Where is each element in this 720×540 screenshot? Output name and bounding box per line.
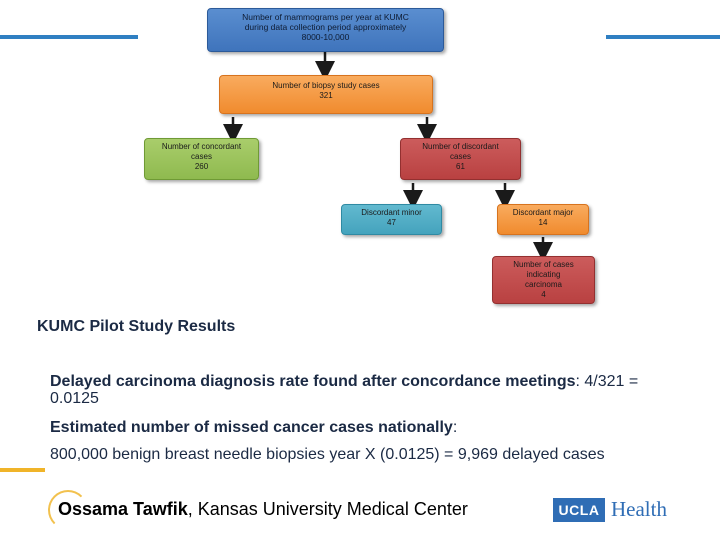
discordant-minor-box: Discordant minor 47 (341, 204, 442, 235)
biopsy-value: 321 (319, 91, 333, 100)
discordant-box: Number of discordant cases 61 (400, 138, 521, 180)
mammograms-label-2: during data collection period approximat… (244, 22, 407, 32)
flowchart-arrows (223, 52, 553, 262)
mammograms-label-1: Number of mammograms per year at KUMC (242, 12, 409, 22)
discordant-label-2: cases (450, 152, 471, 161)
author-credit: Ossama Tawfik, Kansas University Medical… (58, 499, 468, 520)
findings-rate-label: Delayed carcinoma diagnosis rate found a… (50, 373, 576, 390)
author-name: Ossama Tawfik (58, 499, 188, 519)
discordant-major-box: Discordant major 14 (497, 204, 589, 235)
discordant-label-1: Number of discordant (422, 142, 499, 151)
mammograms-value: 8000-10,000 (301, 32, 350, 42)
health-logo: Health (611, 497, 667, 521)
carcinoma-label-3: carcinoma (525, 280, 562, 289)
author-ring-decoration (48, 490, 88, 530)
findings-rate: Delayed carcinoma diagnosis rate found a… (50, 373, 650, 407)
discordant-major-value: 14 (538, 218, 548, 227)
gold-accent-bar (0, 468, 45, 472)
findings-rate-value: : 4/321 = 0.0125 (50, 373, 639, 407)
mammograms-box: Number of mammograms per year at KUMC du… (207, 8, 444, 52)
findings-national: Estimated number of missed cancer cases … (50, 419, 650, 436)
concordant-box: Number of concordant cases 260 (144, 138, 259, 180)
discordant-major-label: Discordant major (512, 208, 574, 217)
discordant-minor-label: Discordant minor (361, 208, 422, 217)
findings-national-colon: : (452, 419, 458, 436)
author-affiliation: , Kansas University Medical Center (187, 499, 468, 519)
biopsy-box: Number of biopsy study cases 321 (219, 75, 433, 114)
discordant-value: 61 (456, 162, 465, 171)
carcinoma-label-1: Number of cases (513, 260, 574, 269)
concordant-value: 260 (194, 162, 209, 171)
findings-national-label: Estimated number of missed cancer cases … (50, 419, 453, 436)
top-left-rule (0, 35, 138, 39)
carcinoma-value: 4 (541, 290, 546, 299)
carcinoma-label-2: indicating (526, 270, 561, 279)
findings-calculation: 800,000 benign breast needle biopsies ye… (50, 446, 605, 463)
discordant-minor-value: 47 (387, 218, 396, 227)
section-heading: KUMC Pilot Study Results (37, 318, 236, 335)
concordant-label-1: Number of concordant (161, 142, 242, 151)
biopsy-label: Number of biopsy study cases (272, 81, 380, 90)
top-right-rule (606, 35, 720, 39)
carcinoma-box: Number of cases indicating carcinoma 4 (492, 256, 595, 304)
ucla-logo: UCLA (553, 498, 605, 522)
concordant-label-2: cases (191, 152, 212, 161)
